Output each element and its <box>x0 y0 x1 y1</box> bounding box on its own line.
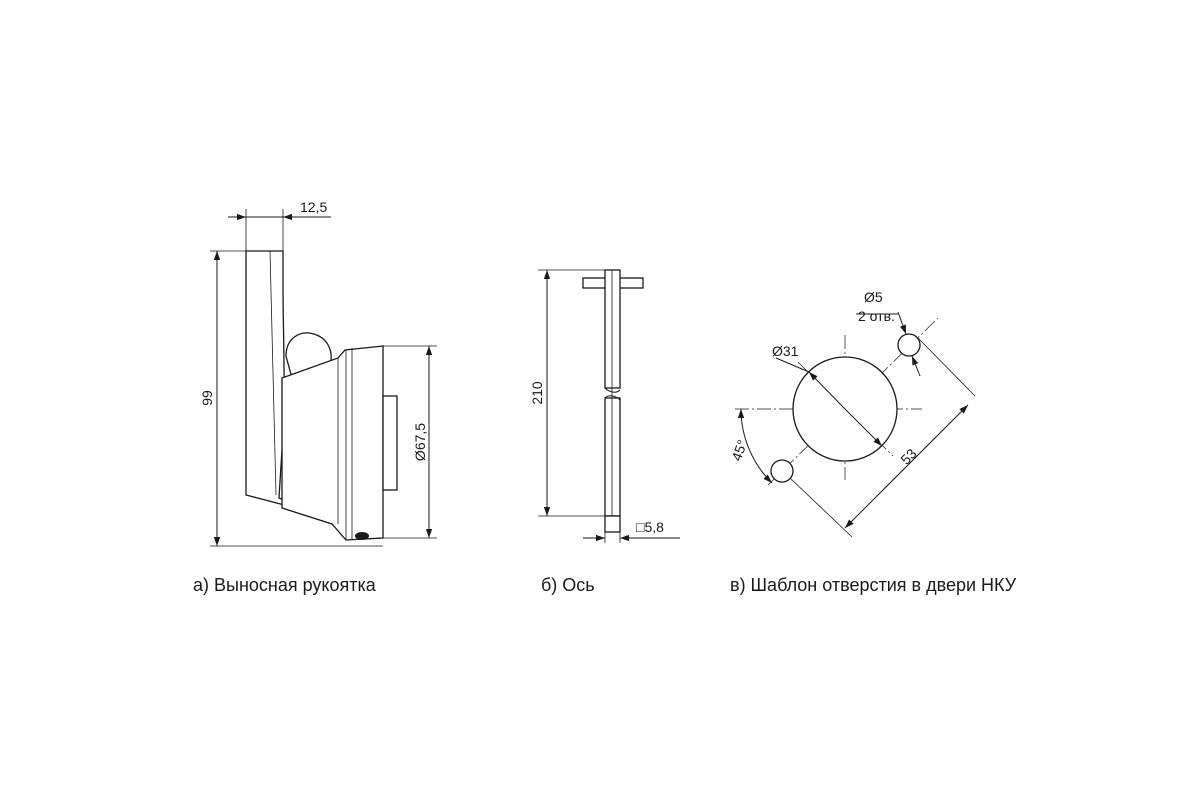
dim-handle-diameter: Ø67,5 <box>412 423 428 461</box>
lock-slot <box>355 532 369 540</box>
axis-break-top <box>604 387 621 393</box>
dim-line-53 <box>844 404 969 529</box>
caption-template: в) Шаблон отверстия в двери НКУ <box>730 575 1017 595</box>
handle-body <box>281 345 384 541</box>
dim-arrow-small-2 <box>911 355 921 377</box>
axis-lower-rod <box>604 397 621 517</box>
axis-view: 210 □5,8 <box>529 269 680 543</box>
dim-arc-45 <box>737 408 773 484</box>
dim-axis-square: □5,8 <box>636 519 664 535</box>
lever-edge-line <box>269 250 277 496</box>
dim-handle-height: 99 <box>199 390 215 406</box>
axis-upper-rod <box>604 269 621 389</box>
caption-axis: б) Ось <box>541 575 595 595</box>
dim-hole-small: Ø5 <box>864 289 883 305</box>
axis-tip <box>604 515 621 533</box>
dim-hole-angle: 45° <box>728 438 750 463</box>
template-view: Ø31 Ø5 2 отв. 53 45° <box>728 289 976 538</box>
dim-hole-spacing: 53 <box>897 445 919 467</box>
dim-arrow-small-1 <box>897 311 907 335</box>
dim-axis-length: 210 <box>529 381 545 405</box>
small-hole-upper <box>897 333 921 357</box>
caption-handle: а) Выносная рукоятка <box>193 575 377 595</box>
handle-boss <box>382 395 398 491</box>
axis-break-bottom <box>604 395 621 401</box>
dim-hole-small-count: 2 отв. <box>858 308 895 324</box>
dim-arrow-main-1 <box>808 371 846 410</box>
ext-line-53-2 <box>789 477 853 538</box>
leader-main <box>775 357 810 373</box>
dim-hole-main: Ø31 <box>772 343 799 359</box>
handle-lever <box>245 250 331 518</box>
dim-handle-width: 12,5 <box>300 199 327 215</box>
small-hole-lower <box>770 459 794 483</box>
ext-line-53-1 <box>917 337 976 397</box>
handle-view: 12,5 99 Ø67,5 <box>199 199 437 547</box>
